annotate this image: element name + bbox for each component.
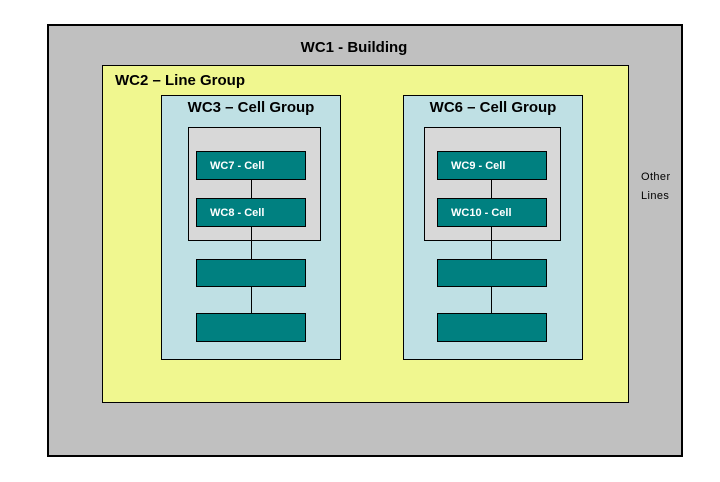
cell-wc8-label: WC8 - Cell	[210, 206, 265, 219]
building-label: WC1 - Building	[300, 39, 408, 56]
other-lines-note: Other Lines	[641, 171, 681, 209]
building-box: WC1 - Building WC2 – Line Group WC3 – Ce…	[47, 24, 683, 457]
cell-unlabeled-2	[196, 313, 306, 342]
line-group-box: WC2 – Line Group WC3 – Cell Group WC7 - …	[102, 65, 629, 403]
cell-wc10: WC10 - Cell	[437, 198, 547, 227]
connector-line-wc3	[251, 166, 252, 327]
cell-wc7-label: WC7 - Cell	[210, 159, 265, 172]
cell-unlabeled-1	[196, 259, 306, 287]
cell-group-wc6: WC6 – Cell Group WC9 - Cell WC10 - Cell	[403, 95, 583, 360]
cell-group-wc3-label: WC3 – Cell Group	[187, 99, 315, 116]
cell-wc7: WC7 - Cell	[196, 151, 306, 180]
cell-group-wc3: WC3 – Cell Group WC7 - Cell WC8 - Cell	[161, 95, 341, 360]
cell-wc10-label: WC10 - Cell	[451, 206, 512, 219]
cell-group-wc6-label: WC6 – Cell Group	[429, 99, 557, 116]
cell-wc9-label: WC9 - Cell	[451, 159, 506, 172]
line-group-label: WC2 – Line Group	[115, 72, 246, 89]
cell-wc9: WC9 - Cell	[437, 151, 547, 180]
other-lines-note-line1: Other	[641, 171, 671, 183]
connector-line-wc6	[491, 166, 492, 327]
cell-unlabeled-4	[437, 313, 547, 342]
cell-unlabeled-3	[437, 259, 547, 287]
cell-wc8: WC8 - Cell	[196, 198, 306, 227]
other-lines-note-line2: Lines	[641, 190, 670, 202]
